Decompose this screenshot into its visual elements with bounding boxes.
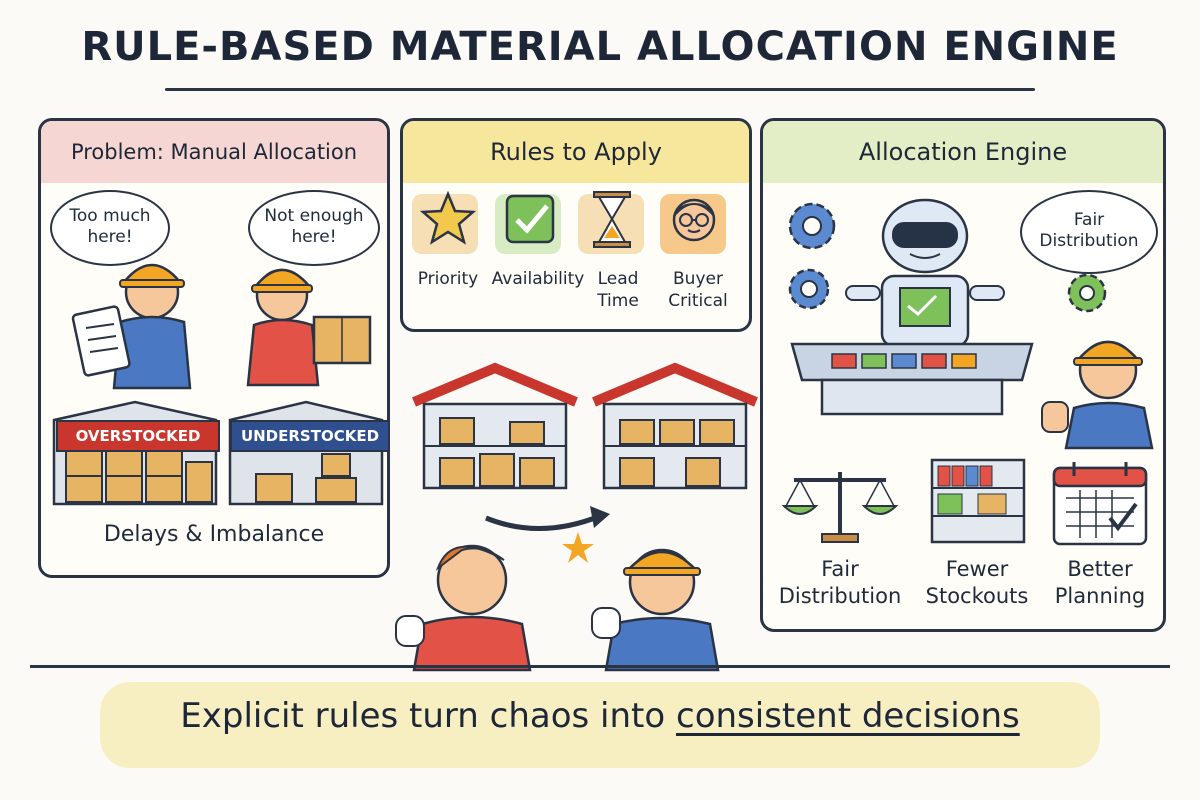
worker-box-icon xyxy=(246,268,372,387)
scales-icon xyxy=(781,472,899,543)
rules-panel: Rules to Apply xyxy=(400,118,752,332)
warehouse-right-icon xyxy=(592,362,758,490)
rule-buyer-critical-label: Buyer Critical xyxy=(668,269,728,311)
conclusion-text: Explicit rules turn chaos into consisten… xyxy=(100,696,1100,736)
outcome-fewer-stockouts: Fewer Stockouts xyxy=(912,556,1042,610)
star-icon xyxy=(419,190,477,245)
bottom-divider xyxy=(30,665,1170,668)
bubble-line-1: Fair xyxy=(1073,210,1105,230)
rules-panel-heading: Rules to Apply xyxy=(403,121,749,183)
conclusion-banner xyxy=(100,682,1100,768)
bubble-line-1: Not enough xyxy=(264,206,364,226)
warehouse-understocked-icon xyxy=(228,400,384,506)
page-title: RULE-BASED MATERIAL ALLOCATION ENGINE xyxy=(81,24,1119,70)
rule-priority-label: Priority xyxy=(417,269,479,289)
workers-handshake-icon xyxy=(395,532,720,672)
outcome-line: Distribution xyxy=(778,584,902,608)
warehouse-left-icon xyxy=(412,362,578,490)
bubble-line-2: here! xyxy=(291,227,337,247)
flow-arrow-icon xyxy=(485,506,610,531)
overstocked-stamp: OVERSTOCKED xyxy=(56,420,220,452)
understocked-stamp: UNDERSTOCKED xyxy=(230,420,390,452)
outcome-line: Better xyxy=(1067,557,1133,581)
bubble-line-1: Too much xyxy=(69,206,151,226)
worker-clipboard-icon xyxy=(71,263,192,390)
conclusion-text-underlined: consistent decisions xyxy=(676,696,1020,736)
delays-imbalance-label: Delays & Imbalance xyxy=(103,522,325,547)
speech-bubble-too-much: Too much here! xyxy=(50,190,170,266)
conclusion-text-plain: Explicit rules turn chaos into xyxy=(180,696,676,736)
shelves-icon xyxy=(930,458,1026,544)
gear-icon xyxy=(788,268,830,310)
problem-panel-heading: Problem: Manual Allocation xyxy=(41,121,387,183)
gear-icon xyxy=(788,202,836,250)
control-console-icon xyxy=(790,342,1034,416)
rule-availability-label: Availability xyxy=(491,269,585,289)
speech-bubble-fair-distribution: Fair Distribution xyxy=(1020,190,1158,274)
outcome-line: Fair xyxy=(821,557,859,581)
outcome-better-planning: Better Planning xyxy=(1044,556,1156,610)
gear-icon xyxy=(1067,273,1107,313)
calendar-icon xyxy=(1052,462,1148,546)
bubble-line-2: here! xyxy=(87,227,133,247)
worker-thumbs-up-icon xyxy=(1041,340,1154,450)
checkmark-icon xyxy=(505,194,555,244)
speech-bubble-not-enough: Not enough here! xyxy=(248,190,380,266)
outcome-fair-distribution: Fair Distribution xyxy=(770,556,910,610)
outcome-line: Stockouts xyxy=(925,584,1029,608)
rule-lead-time-label: Lead Time xyxy=(597,269,639,311)
bubble-line-2: Distribution xyxy=(1039,231,1139,251)
buyer-face-icon xyxy=(672,198,716,242)
hourglass-icon xyxy=(593,191,631,248)
robot-icon xyxy=(845,198,1005,348)
title-underline xyxy=(165,88,1035,91)
outcome-line: Fewer xyxy=(945,557,1009,581)
outcome-line: Planning xyxy=(1054,584,1146,608)
engine-panel-heading: Allocation Engine xyxy=(763,121,1163,183)
warehouse-overstocked-icon xyxy=(52,400,218,506)
